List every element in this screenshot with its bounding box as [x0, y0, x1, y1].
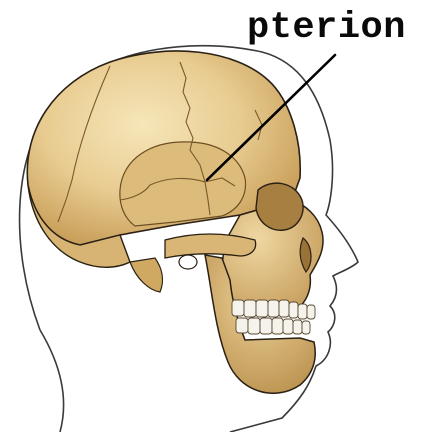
lower-teeth [236, 318, 310, 334]
orbit [256, 183, 303, 230]
mastoid-process [130, 258, 162, 292]
zygomatic-arch [165, 234, 256, 258]
pterion-label: pterion [247, 8, 406, 48]
external-acoustic-meatus [179, 255, 197, 269]
neck-outline [40, 330, 64, 432]
